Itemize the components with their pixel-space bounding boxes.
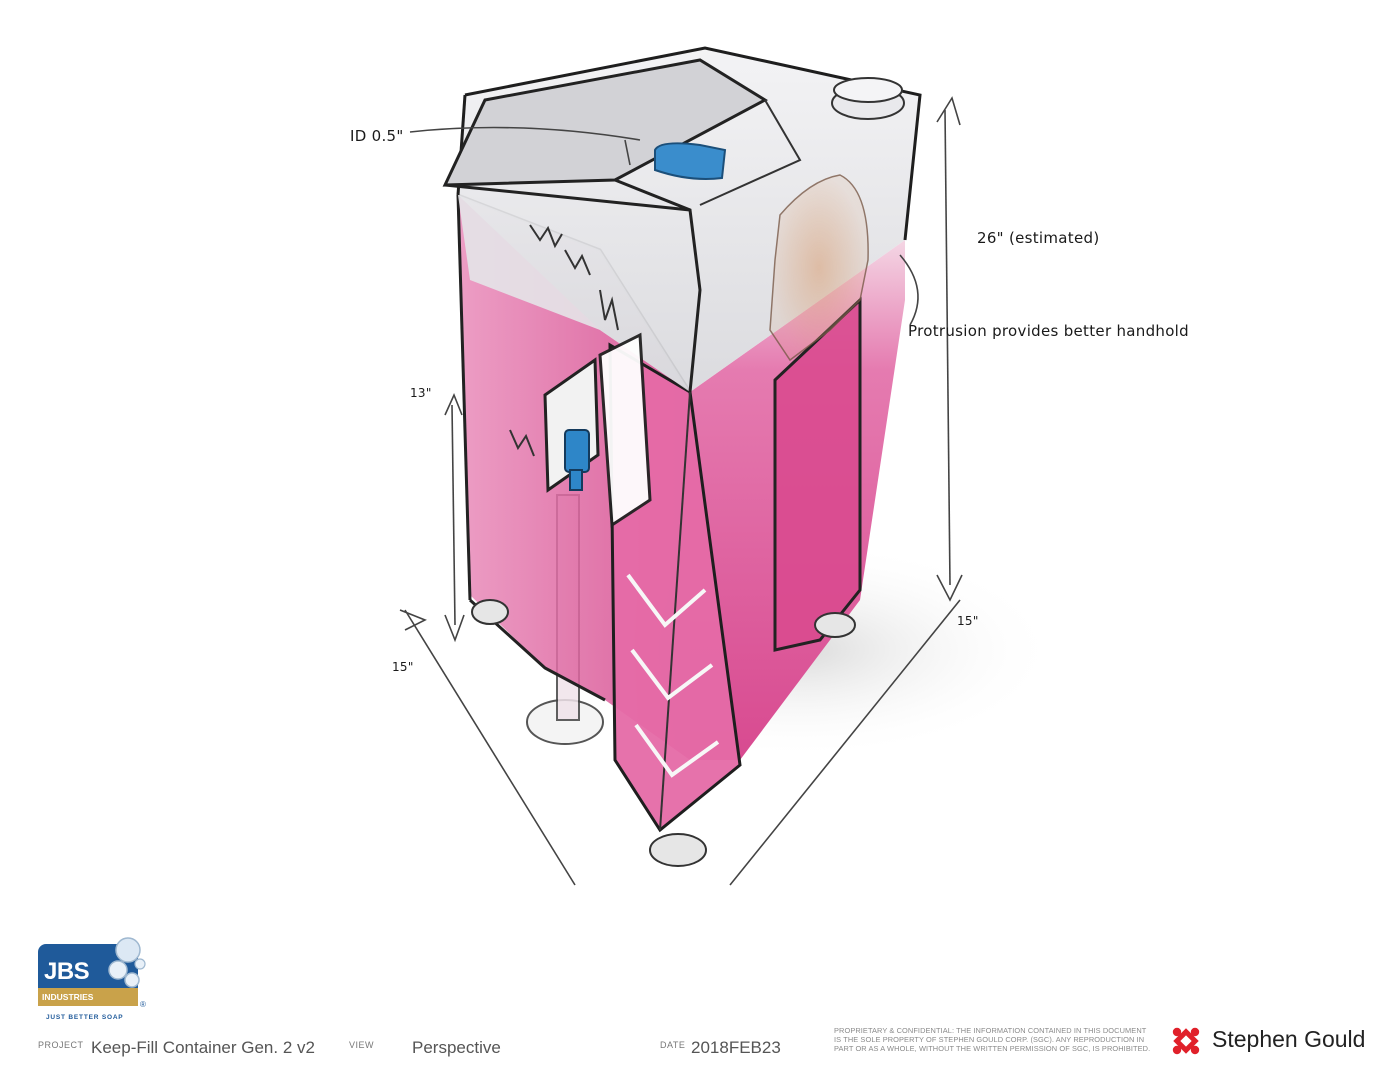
fill-funnel bbox=[442, 58, 769, 187]
jbs-logo-primary: JBS bbox=[44, 958, 90, 985]
depth-left-label: 15" bbox=[392, 660, 414, 674]
spout-height-label: 13" bbox=[410, 386, 432, 400]
foot-icon bbox=[471, 599, 856, 867]
cap-icon bbox=[831, 77, 905, 120]
dimension-lines bbox=[399, 96, 963, 886]
id-dimension-label: ID 0.5" bbox=[350, 127, 404, 145]
jbs-logo-secondary: INDUSTRIES bbox=[42, 992, 94, 1002]
jbs-logo-tagline: JUST BETTER SOAP bbox=[46, 1014, 124, 1021]
hand-outline bbox=[769, 174, 869, 362]
tap-spout-icon bbox=[543, 357, 600, 493]
grip-marks bbox=[509, 224, 619, 457]
container-sketch bbox=[399, 46, 1060, 886]
title-block: JBS INDUSTRIES JUST BETTER SOAP ® PROJEC… bbox=[0, 920, 1400, 1082]
view-label: VIEW bbox=[349, 1040, 375, 1050]
date-label: DATE bbox=[660, 1040, 686, 1050]
project-value: Keep-Fill Container Gen. 2 v2 bbox=[91, 1038, 315, 1057]
company-name: Stephen Gould bbox=[1212, 1026, 1366, 1052]
depth-right-label: 15" bbox=[957, 614, 979, 628]
legal-notice: PROPRIETARY & CONFIDENTIAL: THE INFORMAT… bbox=[834, 1026, 1151, 1053]
height-dimension-label: 26" (estimated) bbox=[977, 229, 1100, 247]
stephen-gould-logo-icon bbox=[1172, 1027, 1200, 1055]
chevron-marks bbox=[626, 573, 720, 778]
handhold-note: Protrusion provides better handhold bbox=[908, 322, 1189, 340]
view-value: Perspective bbox=[412, 1038, 501, 1057]
jbs-registered-mark: ® bbox=[140, 1000, 146, 1009]
sight-window bbox=[598, 332, 652, 528]
jbs-logo: JBS INDUSTRIES JUST BETTER SOAP ® bbox=[36, 936, 148, 1028]
project-label: PROJECT bbox=[38, 1040, 84, 1050]
date-value: 2018FEB23 bbox=[691, 1038, 781, 1057]
fill-port-icon bbox=[654, 142, 727, 180]
